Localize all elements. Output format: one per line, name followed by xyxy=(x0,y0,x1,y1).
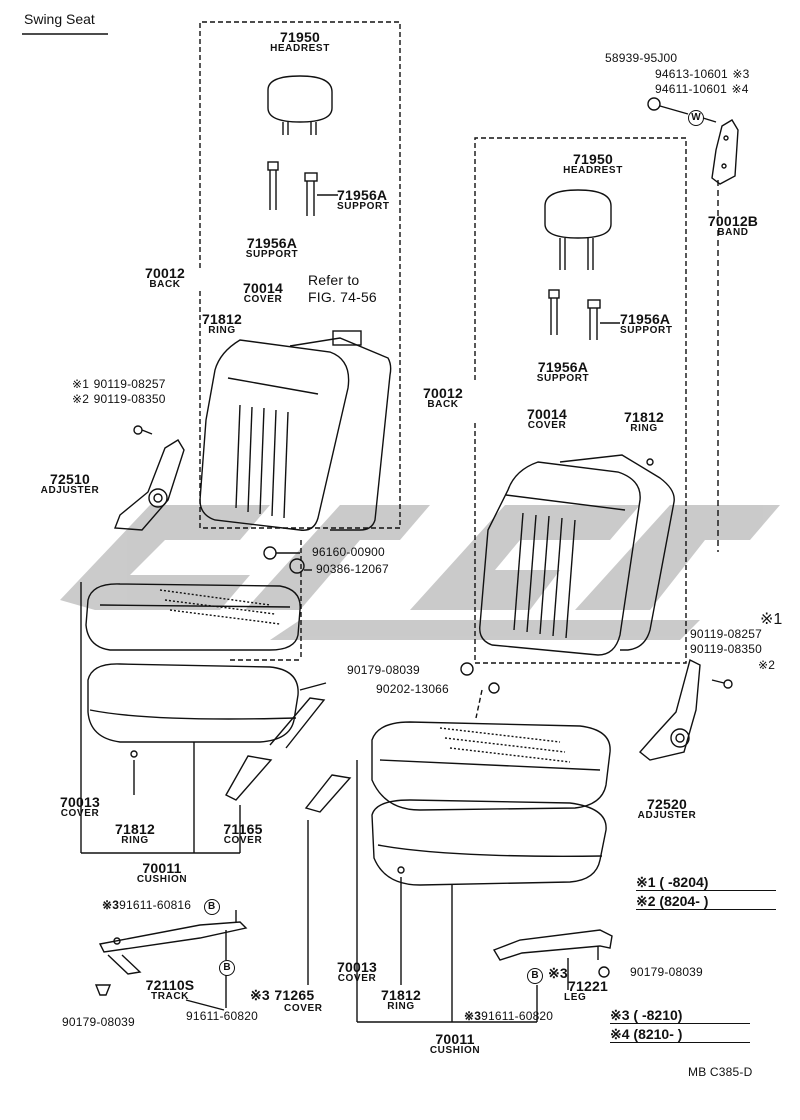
page-title: Swing Seat xyxy=(24,11,95,27)
watermark-logo xyxy=(60,505,780,640)
left-seat-back-drawing xyxy=(199,330,392,531)
w-circle-marker: W xyxy=(688,110,704,126)
right-cover-2-label: ※3 71265 COVER xyxy=(250,987,323,1014)
left-headrest-drawing xyxy=(267,75,333,135)
note-2: ※2 (8204- ) xyxy=(636,894,776,910)
left-nut-a-label: 96160-00900 xyxy=(312,545,385,559)
left-bolt-2-label: ※2 90119-08350 xyxy=(72,392,166,406)
left-rivet-2-label: 91611-60820 xyxy=(186,1009,259,1023)
b-circle-marker: B xyxy=(203,899,220,915)
refer-figure-label: Refer to FIG. 74-56 xyxy=(308,272,377,305)
footer-code: MB C385-D xyxy=(688,1065,753,1079)
right-headrest-drawing xyxy=(544,189,612,270)
right-washer-4-label: 94611-10601 ※4 xyxy=(655,82,749,96)
right-seat-back-drawing xyxy=(479,454,675,656)
right-nut-a-label: 90179-08039 xyxy=(347,663,420,677)
right-bolt-1-mark: ※1 xyxy=(760,611,783,628)
left-rivet-label: ※391611-60816 B xyxy=(102,897,220,915)
right-nut-b-label: 90202-13066 xyxy=(376,682,449,696)
left-nut-c-label: 90179-08039 xyxy=(62,1015,135,1029)
right-screw-label: 58939-95J00 xyxy=(605,51,678,65)
b-circle-marker: B xyxy=(527,968,543,984)
right-bolt-2-label: 90119-08350 xyxy=(690,642,763,656)
right-band-drawing xyxy=(647,97,739,185)
note-3: ※3 ( -8210) xyxy=(610,1008,750,1024)
right-bolt-2-mark: ※2 xyxy=(758,658,776,672)
right-cushion-drawing xyxy=(304,721,611,886)
note-1: ※1 ( -8204) xyxy=(636,875,776,891)
right-nut-c-label: 90179-08039 xyxy=(630,965,703,979)
left-supports-drawing xyxy=(267,161,338,216)
left-cushion-drawing xyxy=(85,583,327,801)
left-nut-b-label: 90386-12067 xyxy=(316,562,389,576)
note-4: ※4 (8210- ) xyxy=(610,1027,750,1043)
right-bolt-1-label: 90119-08257 xyxy=(690,627,763,641)
right-washer-3-label: 94613-10601 ※3 xyxy=(655,67,750,81)
right-supports-drawing xyxy=(548,289,620,340)
right-back-dashed-box xyxy=(474,137,687,664)
left-track-drawing xyxy=(94,910,248,1011)
right-leg-drawing xyxy=(492,929,613,990)
b-circle-marker: B xyxy=(219,960,235,976)
right-rivet-label: ※391611-60820 xyxy=(464,1009,554,1023)
left-bolt-1-label: ※1 90119-08257 xyxy=(72,377,166,391)
right-leg-label: ※3 71221 LEG xyxy=(548,965,608,1003)
right-adjuster-drawing xyxy=(638,658,733,761)
left-back-dashed-box xyxy=(199,21,401,529)
left-adjuster-drawing xyxy=(114,425,185,531)
